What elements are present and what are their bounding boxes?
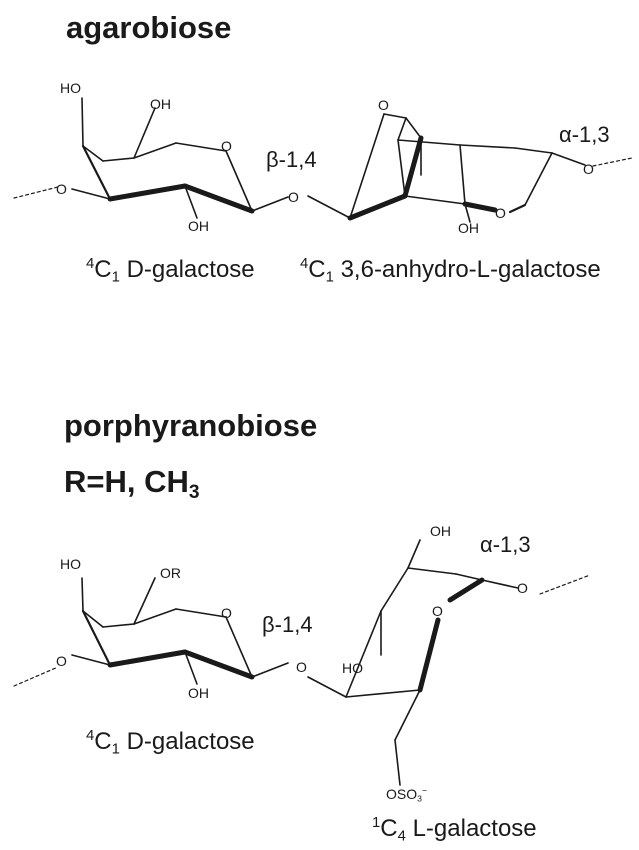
porphyranobiose-atom-o-ring2: O <box>432 603 443 619</box>
agarobiose-atom-oh-ring: OH <box>150 96 171 112</box>
agarobiose-atom-o-left: O <box>56 181 67 197</box>
agarobiose-atom-o-link: O <box>288 189 299 205</box>
porphyranobiose-atom-oh-bottom: OH <box>188 685 209 701</box>
agarobiose-atom-oh-bottom2: OH <box>458 220 479 236</box>
porphyranobiose-chain-left <box>13 666 59 687</box>
porphyranobiose-linkage-beta: β-1,4 <box>262 612 313 637</box>
agarobiose-title: agarobiose <box>66 10 232 45</box>
agarobiose-chain-left <box>13 186 59 199</box>
porphyranobiose-atom-or: OR <box>160 565 181 581</box>
porphyranobiose-unit2-label: 1C4 L-galactose <box>372 815 537 845</box>
agarobiose-chain-right <box>592 157 633 167</box>
porphyranobiose-subtitle: R=H, CH3 <box>64 464 200 503</box>
porphyranobiose-atom-ho-mid: HO <box>342 660 363 676</box>
porphyranobiose-atom-o-link: O <box>296 659 307 675</box>
porphyranobiose-atom-o-end: O <box>517 580 528 596</box>
porphyranobiose-atom-o-left: O <box>56 653 67 669</box>
porphyranobiose-atom-oh-top2: OH <box>430 523 451 539</box>
agarobiose-atom-oh-bottom: OH <box>188 218 209 234</box>
agarobiose-atom-o-ring: O <box>221 138 232 154</box>
agarobiose-atom-o-end: O <box>583 161 594 177</box>
agarobiose-unit2-label: 4C1 3,6-anhydro-L-galactose <box>300 256 601 286</box>
agarobiose-atom-o-ring2: O <box>495 205 506 221</box>
porphyranobiose-galactose-ring <box>71 577 289 685</box>
porphyranobiose-chain-right <box>539 574 591 595</box>
agarobiose-anhydro-ring <box>307 113 586 223</box>
porphyranobiose-atom-ho-top: HO <box>60 556 81 572</box>
agarobiose-linkage-alpha: α-1,3 <box>559 122 610 147</box>
agarobiose-galactose-ring <box>71 97 289 219</box>
agarobiose-atom-ho-top: HO <box>60 80 81 96</box>
porphyranobiose-atom-oso3: OSO3− <box>386 785 428 804</box>
porphyranobiose-lgalactose-ring <box>307 539 519 786</box>
agarobiose-unit1-label: 4C1 D-galactose <box>86 256 255 286</box>
porphyranobiose-linkage-alpha: α-1,3 <box>480 532 531 557</box>
agarobiose-linkage-beta: β-1,4 <box>266 147 317 172</box>
porphyranobiose-title: porphyranobiose <box>64 408 318 443</box>
porphyranobiose-unit1-label: 4C1 D-galactose <box>86 728 255 758</box>
agarobiose-atom-o-anhydro: O <box>378 97 389 113</box>
porphyranobiose-atom-o-ring: O <box>221 605 232 621</box>
